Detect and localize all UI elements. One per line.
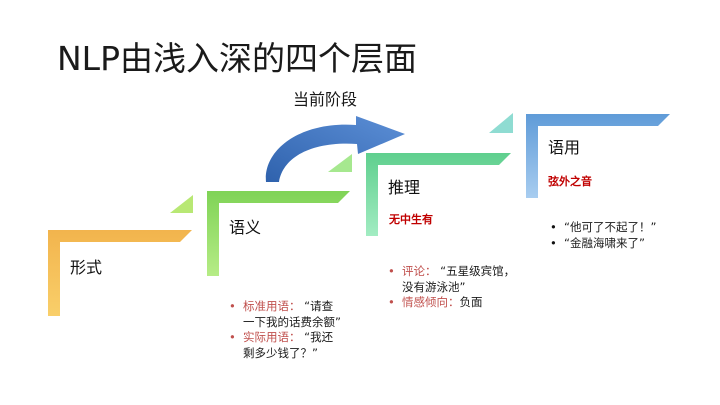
step-label-form: 形式	[70, 258, 103, 277]
connector-triangle	[489, 113, 513, 133]
bullet-icon: •	[229, 330, 236, 344]
step-form	[48, 230, 192, 316]
bullet-icon: •	[550, 220, 557, 234]
bullet-icon: •	[229, 299, 236, 313]
connector-triangle	[170, 195, 193, 213]
step-semantics	[207, 191, 350, 276]
step-sublabel-reasoning: 无中生有	[389, 213, 433, 226]
connector-triangle	[328, 154, 352, 172]
bullet-icon: •	[550, 235, 557, 250]
current-stage-arrow	[265, 116, 405, 182]
note-item: • 情感倾向：负面	[388, 295, 483, 309]
step-reasoning	[366, 153, 511, 236]
step-pragmatics	[526, 114, 670, 198]
current-stage-label: 当前阶段	[293, 90, 358, 109]
note-item: • 评论： “五星级宾馆， 没有游泳池”	[388, 264, 516, 294]
reasoning-notes: • 评论： “五星级宾馆， 没有游泳池” • 情感倾向：负面	[385, 264, 545, 311]
note-item: • “金融海啸来了”	[550, 235, 645, 250]
note-item: • 实际用语： “我还 剩多少钱了？”	[229, 330, 334, 360]
bullet-icon: •	[388, 264, 395, 278]
step-label-semantics: 语义	[229, 218, 262, 237]
pragmatics-notes: • “他可了不起了！” • “金融海啸来了”	[547, 220, 712, 251]
bullet-icon: •	[388, 295, 395, 309]
semantics-notes: • 标准用语： “请查 一下我的话费余额” • 实际用语： “我还 剩多少钱了？…	[226, 299, 376, 361]
step-sublabel-pragmatics: 弦外之音	[548, 175, 592, 188]
note-item: • “他可了不起了！”	[550, 220, 657, 234]
step-label-pragmatics: 语用	[548, 138, 581, 157]
step-label-reasoning: 推理	[388, 178, 421, 197]
note-item: • 标准用语： “请查 一下我的话费余额”	[229, 299, 341, 329]
page-title: NLP由浅入深的四个层面	[57, 39, 417, 78]
